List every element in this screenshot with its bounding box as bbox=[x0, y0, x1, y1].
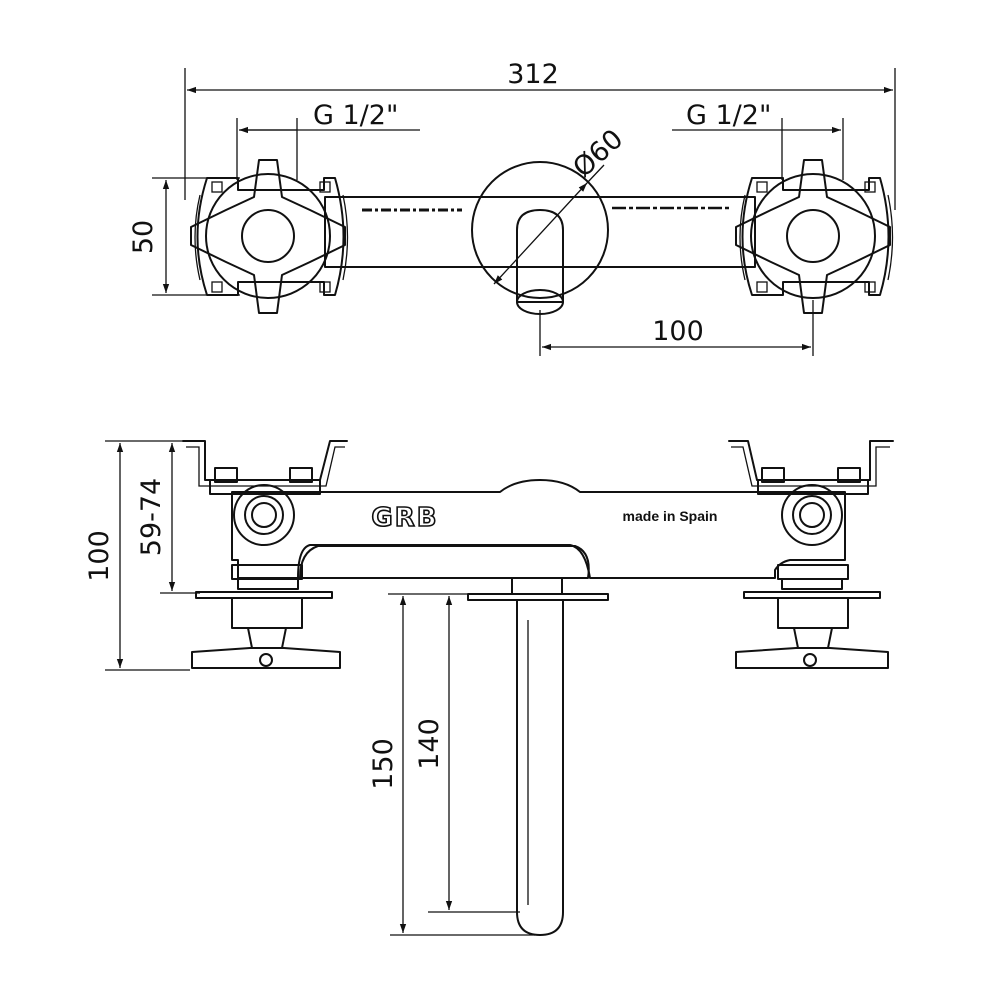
origin-text: made in Spain bbox=[623, 508, 718, 524]
brand-logo: GRB bbox=[371, 503, 438, 533]
overall-width-label: 312 bbox=[507, 59, 559, 90]
depth-label: 50 bbox=[128, 220, 159, 254]
inlet-right-label: G 1/2" bbox=[686, 100, 771, 131]
spout-length-inner-label: 140 bbox=[414, 718, 445, 770]
body-side bbox=[231, 479, 846, 579]
side-view: 100 59-74 bbox=[84, 440, 894, 936]
right-valve-side bbox=[735, 564, 889, 669]
bracket-right bbox=[728, 440, 894, 495]
top-view: 312 G 1/2" G 1/2" 50 bbox=[128, 59, 896, 356]
dimension-spout-length-outer: 150 bbox=[368, 593, 535, 936]
inlet-port-left bbox=[233, 484, 295, 546]
dimension-install-range: 59-74 bbox=[136, 443, 200, 594]
dimension-diameter: Ø60 bbox=[493, 124, 629, 285]
dimension-inlet-right: G 1/2" bbox=[672, 100, 844, 180]
dimension-depth: 50 bbox=[128, 177, 240, 296]
bracket-left bbox=[182, 440, 348, 495]
spout-top bbox=[471, 161, 609, 315]
dimension-spout-length-inner: 140 bbox=[414, 596, 520, 913]
spout-length-outer-label: 150 bbox=[368, 738, 399, 790]
spout-side bbox=[467, 577, 609, 936]
left-valve-top bbox=[190, 159, 349, 314]
body-side-lower bbox=[299, 545, 590, 579]
left-valve-side bbox=[191, 564, 341, 669]
install-range-label: 59-74 bbox=[136, 478, 167, 556]
inlet-port-right bbox=[781, 484, 843, 546]
dimension-spout-to-valve: 100 bbox=[539, 300, 814, 356]
right-valve-top bbox=[735, 159, 894, 314]
spout-to-valve-label: 100 bbox=[652, 316, 704, 347]
dimension-overall-width: 312 bbox=[184, 59, 896, 210]
dimension-inlet-left: G 1/2" bbox=[236, 100, 420, 180]
bar-engraving bbox=[362, 206, 730, 212]
diameter-label: Ø60 bbox=[567, 124, 629, 184]
total-depth-label: 100 bbox=[84, 530, 115, 582]
inlet-left-label: G 1/2" bbox=[313, 100, 398, 131]
